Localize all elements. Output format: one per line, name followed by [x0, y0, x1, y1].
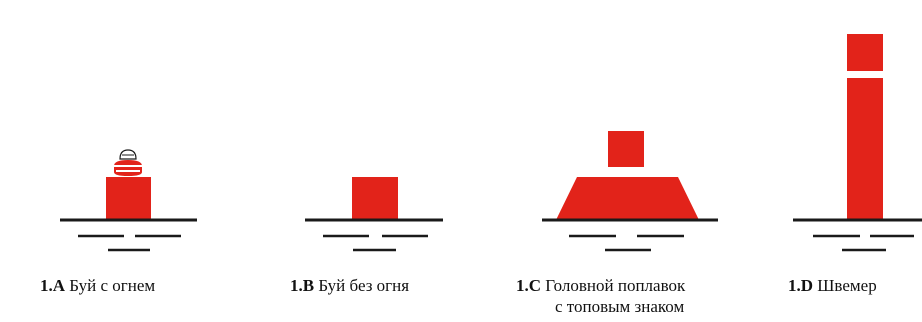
caption-code: 1.D	[788, 276, 814, 295]
caption-spar: 1.D Швемер	[788, 275, 877, 296]
topmark	[608, 131, 644, 167]
light-icon	[114, 149, 142, 176]
caption-buoy-with-light: 1.A Буй с огнем	[40, 275, 155, 296]
head-float-with-topmark-symbol	[542, 131, 718, 252]
caption-text: Головной поплавок	[545, 276, 686, 295]
caption-code: 1.A	[40, 276, 66, 295]
buoy-with-light-symbol	[60, 149, 197, 252]
buoy-body	[352, 177, 398, 220]
caption-text: Буй без огня	[318, 276, 410, 295]
spar-body	[847, 78, 883, 220]
buoy-without-light-symbol	[305, 177, 443, 252]
spar-symbol	[793, 34, 922, 252]
caption-text-line2: с топовым знаком	[555, 297, 685, 316]
float-body	[556, 177, 699, 220]
buoy-body	[106, 177, 151, 220]
caption-code: 1.C	[516, 276, 542, 295]
caption-text: Буй с огнем	[69, 276, 156, 295]
caption-buoy-without-light: 1.B Буй без огня	[290, 275, 409, 296]
caption-code: 1.B	[290, 276, 315, 295]
caption-text: Швемер	[817, 276, 877, 295]
topmark	[847, 34, 883, 71]
caption-head-float: 1.C Головной поплавок с топовым знаком	[516, 275, 685, 317]
